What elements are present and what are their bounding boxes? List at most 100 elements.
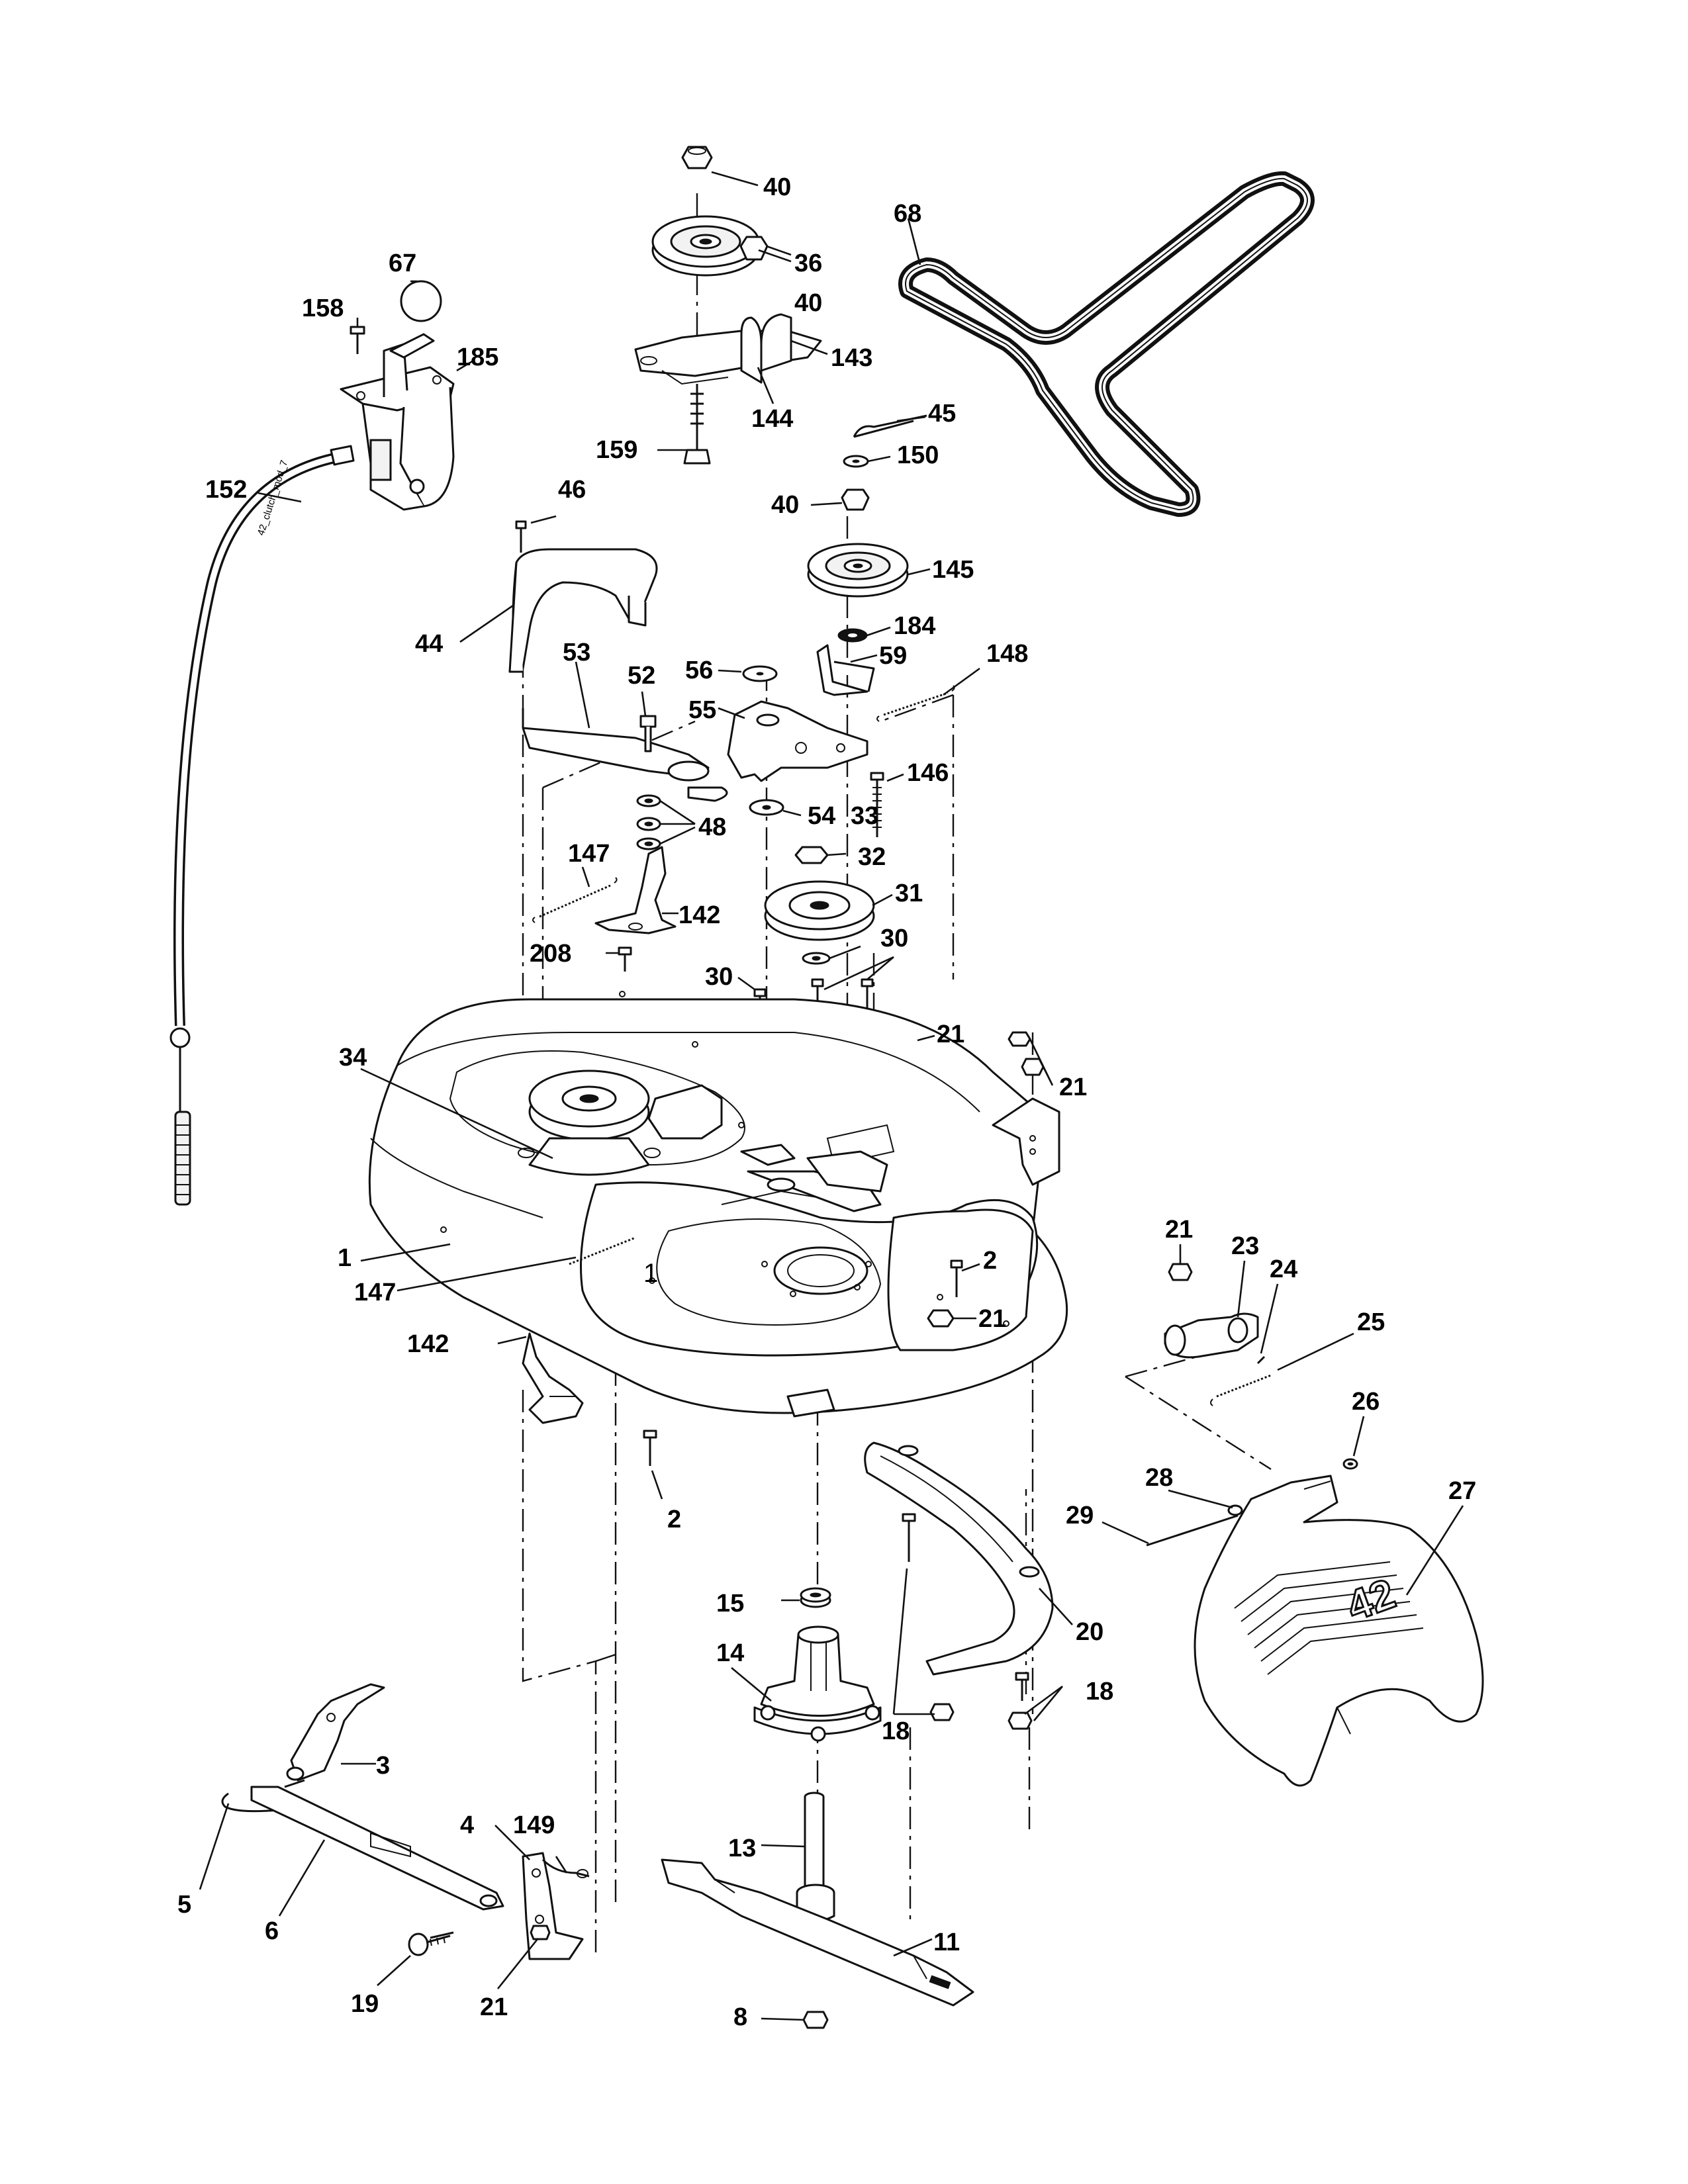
- callout-21: 21: [937, 1021, 964, 1048]
- callout-144: 144: [751, 405, 793, 433]
- callout-3: 3: [376, 1752, 390, 1780]
- bracket-3: [284, 1683, 385, 1788]
- callout-142: 142: [407, 1330, 449, 1358]
- washer-54: [749, 799, 784, 816]
- deck-idler-assembly: [647, 1084, 888, 1212]
- idler-plate-55: [727, 700, 868, 782]
- callout-19: 19: [351, 1990, 379, 2018]
- callout-159: 159: [596, 436, 637, 464]
- deck-mark-text: 1: [643, 1259, 658, 1288]
- nut-8: [802, 2011, 829, 2029]
- belt-guard-44: [508, 548, 658, 673]
- callout-56: 56: [685, 657, 713, 684]
- washer-150: [843, 455, 869, 468]
- washer-31: [802, 952, 831, 965]
- callout-40: 40: [763, 173, 791, 201]
- callout-20: 20: [1076, 1618, 1103, 1646]
- callout-18: 18: [882, 1717, 910, 1745]
- callout-152: 152: [205, 476, 247, 504]
- callout-147: 147: [568, 840, 610, 868]
- spring-25: [1210, 1374, 1272, 1406]
- callout-labels: 40 36 40 143 144 159 45 150 40 145 184 5…: [177, 173, 1476, 2031]
- callout-21: 21: [480, 1993, 508, 2021]
- callout-146: 146: [907, 759, 949, 787]
- lift-link-6: [250, 1786, 504, 1911]
- callout-52: 52: [628, 662, 655, 690]
- callout-59: 59: [879, 642, 907, 670]
- callout-5: 5: [177, 1891, 191, 1919]
- bolt-159: [683, 384, 711, 465]
- callout-44: 44: [415, 630, 443, 658]
- idler-arm-53: [522, 708, 728, 802]
- callout-36: 36: [794, 250, 822, 277]
- spring-147-upper: [532, 877, 618, 923]
- clutch-cable-152: 42_clutch_mod_7: [169, 445, 355, 1206]
- bolt-146: [870, 772, 884, 837]
- callout-4: 4: [460, 1811, 474, 1839]
- rod-29: [1146, 1514, 1239, 1547]
- discharge-chute-27: 42: [1194, 1475, 1484, 1787]
- bolt-19: [408, 1931, 454, 1956]
- pulley-32: [764, 880, 875, 941]
- bearing-15: [800, 1587, 831, 1608]
- idler-bracket-143: [634, 313, 822, 385]
- bolt-208: [618, 946, 632, 972]
- callout-40: 40: [771, 491, 799, 519]
- nut-21-deck: [927, 1309, 955, 1328]
- bracket-4: [522, 1852, 584, 1960]
- callout-13: 13: [728, 1835, 756, 1862]
- callout-142: 142: [679, 901, 720, 929]
- pivot-bracket-23: [1164, 1312, 1259, 1359]
- callout-26: 26: [1352, 1388, 1380, 1416]
- callout-21: 21: [1059, 1073, 1087, 1101]
- callout-185: 185: [457, 343, 498, 371]
- callout-150: 150: [897, 441, 939, 469]
- callout-30: 30: [880, 925, 908, 952]
- callout-2: 2: [983, 1247, 997, 1275]
- callout-24: 24: [1270, 1255, 1297, 1283]
- callout-32: 32: [858, 843, 886, 871]
- callout-148: 148: [986, 640, 1028, 668]
- callout-48: 48: [698, 813, 726, 841]
- idler-pulley-36: [651, 215, 760, 277]
- callout-29: 29: [1066, 1502, 1094, 1529]
- screw-158: [350, 326, 365, 354]
- callout-21: 21: [1165, 1216, 1193, 1244]
- deck-housing-1: 1: [368, 991, 1068, 1418]
- callout-40: 40: [794, 289, 822, 317]
- bolt-52: [639, 715, 657, 752]
- callout-208: 208: [530, 940, 571, 968]
- washers-48: [636, 794, 661, 850]
- bracket-142-lower: [522, 1332, 584, 1424]
- washer-56: [742, 665, 778, 682]
- callout-45: 45: [928, 400, 956, 428]
- callout-28: 28: [1145, 1464, 1173, 1492]
- callout-31: 31: [895, 880, 923, 907]
- bracket-21-right: [992, 1097, 1060, 1186]
- knob-67: [400, 280, 442, 322]
- screw-46: [515, 520, 527, 553]
- callout-23: 23: [1231, 1232, 1259, 1260]
- callout-184: 184: [894, 612, 935, 640]
- callout-68: 68: [894, 200, 921, 228]
- callout-11: 11: [933, 1929, 960, 1956]
- spindle-housing-14: [753, 1625, 882, 1742]
- nut-21-pivot: [1168, 1263, 1193, 1281]
- spindle-pulley-34: [518, 1069, 661, 1176]
- bolt-2-upper: [950, 1259, 963, 1297]
- callout-14: 14: [716, 1639, 744, 1667]
- nut-40-middle: [841, 488, 870, 511]
- callout-158: 158: [302, 295, 344, 322]
- callout-8: 8: [733, 2003, 747, 2031]
- baffle-20: [864, 1441, 1054, 1676]
- nut-33: [794, 846, 829, 864]
- spring-148: [876, 685, 955, 722]
- callout-55: 55: [688, 696, 716, 724]
- callout-2: 2: [667, 1506, 681, 1533]
- blade-11: [661, 1858, 974, 2007]
- nut-40-upper: [739, 236, 769, 261]
- leader-lines: [199, 171, 1464, 2021]
- callout-33: 33: [851, 802, 878, 830]
